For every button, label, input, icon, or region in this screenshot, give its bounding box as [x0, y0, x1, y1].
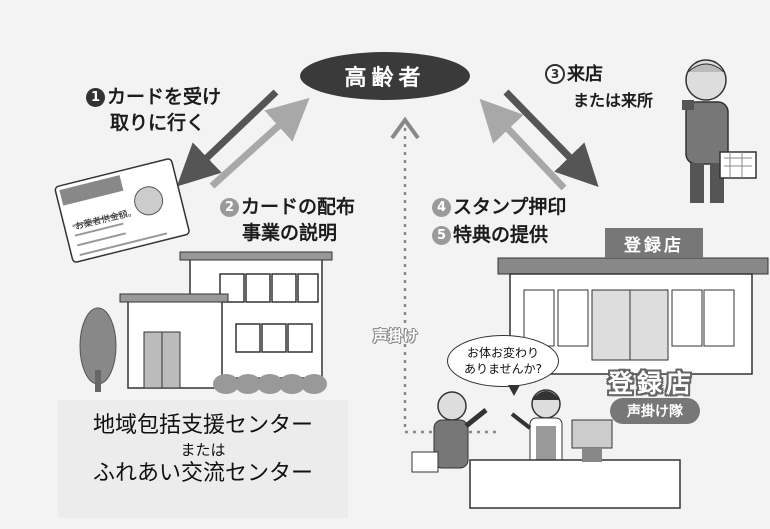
facility-line2: または	[180, 441, 226, 459]
store-big-label: 登録店	[608, 369, 696, 398]
facility-line3: ふれあい交流センター	[92, 461, 313, 486]
step-4-number: 4	[432, 198, 451, 217]
store-building	[497, 257, 769, 375]
step-3-line1: 来店	[567, 64, 603, 85]
step-5-text: 特典の提供	[453, 224, 549, 246]
elderly-visitor-illustration	[411, 391, 488, 473]
store-sign: 登録店	[605, 228, 703, 258]
clerk-illustration	[469, 389, 681, 509]
speech-line2: ありませんか?	[463, 362, 542, 376]
step-2-line1: カードの配布	[241, 196, 356, 218]
step-5-number: 5	[432, 226, 451, 245]
step-1-line1: カードを受け	[107, 86, 222, 108]
speech-bubble: お体お変わり ありませんか?	[447, 335, 559, 396]
arrow-4-to-elder	[479, 98, 567, 191]
step-1-number: 1	[86, 88, 105, 107]
step-2-line2: 事業の説明	[242, 222, 338, 244]
step-3-line2: または来所	[573, 91, 654, 110]
voice-call-arrowhead	[390, 116, 420, 140]
voice-call-tag: 声掛け	[373, 327, 419, 345]
step-2-number: 2	[220, 198, 239, 217]
facility-building	[79, 251, 333, 394]
arrow-2-to-elder	[209, 97, 310, 189]
stamp-card-illustration	[54, 158, 190, 263]
callout-team-badge: 声掛け隊	[610, 398, 700, 424]
facility-line1: 地域包括支援センター	[92, 413, 313, 438]
step-3-number: 3	[545, 64, 565, 84]
arrow-1-to-facility	[176, 89, 279, 187]
voice-call-loop	[403, 120, 500, 434]
speech-line1: お体お変わり	[466, 346, 539, 360]
step-4-text: スタンプ押印	[453, 196, 567, 218]
elderly-man-illustration	[682, 59, 757, 203]
elderly-node: 高齢者	[300, 52, 470, 100]
step-1-line2: 取りに行く	[110, 112, 206, 134]
facility-caption: 地域包括支援センター または ふれあい交流センター	[58, 400, 348, 518]
